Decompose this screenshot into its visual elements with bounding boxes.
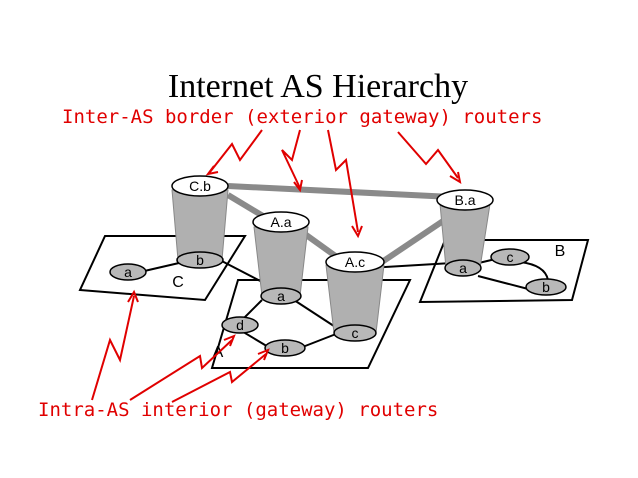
inter-as-arrows [205,129,462,239]
router-a-d-label: d [236,317,244,333]
diagram-title: Internet AS Hierarchy [168,68,468,105]
as-b-label: B [555,243,566,260]
intra-as-annotation: Intra-AS interior (gateway) routers [38,399,438,421]
router-a-d [221,316,259,334]
inter-as-annotation: Inter-AS border (exterior gateway) route… [62,106,542,128]
cylinder-cb [171,175,229,269]
router-a-b-label: b [281,340,289,356]
router-c-a-label: a [124,264,132,280]
router-a-c-label: c [352,325,359,341]
router-c-a [109,263,147,281]
router-b-c-label: c [507,249,514,265]
router-b-b-label: b [542,279,550,295]
router-b-c [490,248,530,266]
router-b-b [525,278,567,296]
router-a-b [264,339,306,357]
border-router-ba-label: B.a [454,192,475,208]
router-a-a-label: a [277,288,285,304]
border-router-ac-label: A.c [345,254,365,270]
intra-as-arrows [91,289,270,403]
border-router-aa-label: A.a [270,214,291,230]
as-c-label: C [172,274,184,291]
cylinder-ac [325,251,385,342]
cylinder-ba [436,189,494,277]
router-b-a-label: a [459,260,467,276]
router-c-b-label: b [196,252,204,268]
cylinder-aa [252,211,310,305]
border-router-cb-label: C.b [189,178,211,194]
